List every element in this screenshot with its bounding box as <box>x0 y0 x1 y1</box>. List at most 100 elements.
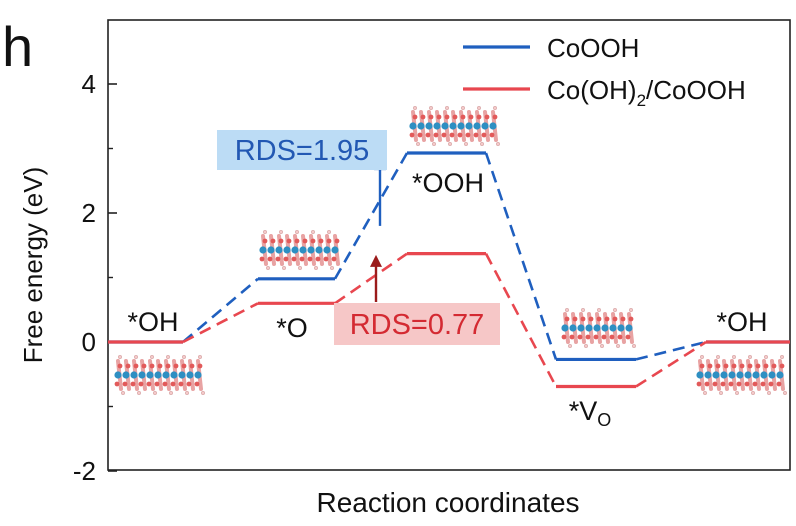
co-atom <box>433 122 441 130</box>
h-atom <box>599 343 605 349</box>
o-atom <box>760 381 766 387</box>
o-atom <box>776 381 782 387</box>
state-labels: *OH*O*OOH*VO*OH <box>127 168 767 430</box>
h-atom <box>297 265 303 271</box>
connector <box>484 253 558 388</box>
h-atom <box>281 265 287 271</box>
co-atom <box>178 371 186 379</box>
o-atom <box>133 363 139 369</box>
o-atom <box>186 381 192 387</box>
y-axis-label: Free energy (eV) <box>18 167 48 364</box>
o-atom <box>707 363 713 369</box>
o-atom <box>315 256 321 262</box>
h-atom <box>766 390 772 396</box>
o-atom <box>138 381 144 387</box>
panel-label: h <box>2 15 33 78</box>
o-atom <box>130 381 136 387</box>
co-atom <box>449 122 457 130</box>
o-atom <box>117 363 123 369</box>
co-atom <box>170 371 178 379</box>
h-atom <box>492 105 498 111</box>
o-atom <box>436 114 442 120</box>
connector <box>635 340 707 388</box>
co-atom <box>569 324 577 332</box>
h-atom <box>460 105 466 111</box>
o-atom <box>125 363 131 369</box>
h-atom <box>495 141 501 147</box>
o-atom <box>755 363 761 369</box>
o-atom <box>481 132 487 138</box>
h-atom <box>731 354 737 360</box>
structure-illustration <box>409 105 501 147</box>
o-atom <box>489 132 495 138</box>
o-atom <box>728 381 734 387</box>
y-tick-label: 2 <box>82 198 96 228</box>
o-atom <box>189 363 195 369</box>
h-atom <box>444 105 450 111</box>
h-atom <box>168 390 174 396</box>
h-atom <box>718 390 724 396</box>
co-atom <box>283 246 291 254</box>
co-atom <box>315 246 323 254</box>
o-atom <box>178 381 184 387</box>
o-atom <box>771 363 777 369</box>
co-atom <box>473 122 481 130</box>
co-atom <box>601 324 609 332</box>
co-atom <box>194 371 202 379</box>
co-atom <box>752 371 760 379</box>
o-atom <box>417 132 423 138</box>
o-atom <box>331 256 337 262</box>
o-atom <box>779 363 785 369</box>
o-atom <box>763 363 769 369</box>
o-atom <box>720 381 726 387</box>
o-atom <box>412 114 418 120</box>
o-atom <box>747 363 753 369</box>
o-atom <box>162 381 168 387</box>
co-atom <box>154 371 162 379</box>
o-atom <box>744 381 750 387</box>
co-atom <box>291 246 299 254</box>
co-atom <box>617 324 625 332</box>
co-atom <box>323 246 331 254</box>
o-atom <box>299 256 305 262</box>
co-atom <box>441 122 449 130</box>
o-atom <box>433 132 439 138</box>
h-atom <box>136 390 142 396</box>
y-tick-label: 0 <box>82 327 96 357</box>
co-atom <box>299 246 307 254</box>
h-atom <box>583 343 589 349</box>
co-atom <box>489 122 497 130</box>
co-atom <box>481 122 489 130</box>
co-atom <box>720 371 728 379</box>
o-atom <box>334 238 340 244</box>
co-atom <box>259 246 267 254</box>
plot-frame <box>107 19 791 471</box>
o-atom <box>420 114 426 120</box>
o-atom <box>588 316 594 322</box>
y-tick-label: -2 <box>73 456 96 486</box>
connector <box>333 152 409 280</box>
co-atom <box>577 324 585 332</box>
co-atom <box>130 371 138 379</box>
o-atom <box>473 132 479 138</box>
o-atom <box>141 363 147 369</box>
o-atom <box>476 114 482 120</box>
co-atom <box>307 246 315 254</box>
o-atom <box>736 381 742 387</box>
state-label: *OH <box>127 307 178 337</box>
co-atom <box>704 371 712 379</box>
o-atom <box>259 256 265 262</box>
plot-axes: 420-2 <box>73 19 791 486</box>
connector <box>635 340 707 361</box>
co-atom <box>768 371 776 379</box>
o-atom <box>768 381 774 387</box>
o-atom <box>580 316 586 322</box>
co-atom <box>712 371 720 379</box>
h-atom <box>428 105 434 111</box>
h-atom <box>447 141 453 147</box>
h-atom <box>310 229 316 235</box>
o-atom <box>122 381 128 387</box>
co-atom <box>609 324 617 332</box>
co-atom <box>122 371 130 379</box>
